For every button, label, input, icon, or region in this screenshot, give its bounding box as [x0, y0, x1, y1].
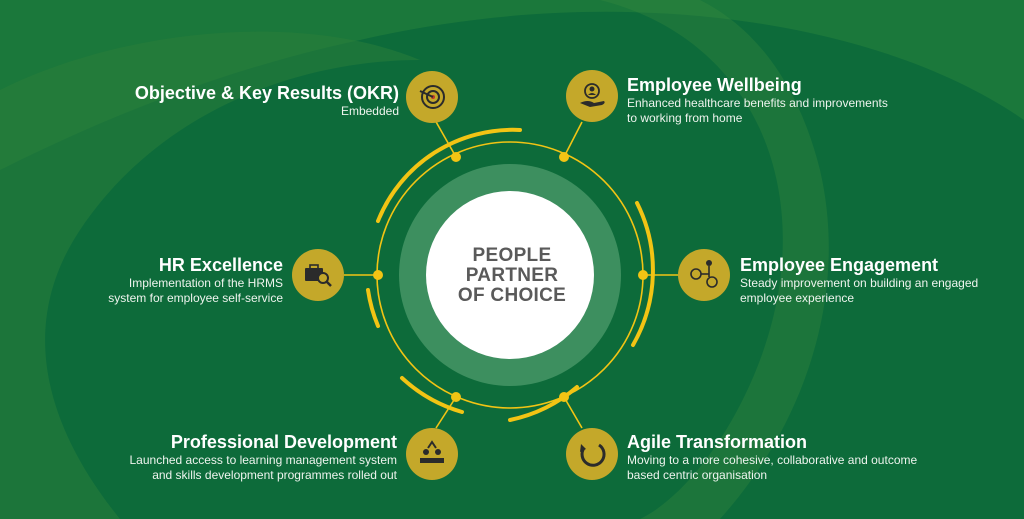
agile-title: Agile Transformation	[627, 432, 808, 452]
hr-title: HR Excellence	[158, 255, 283, 275]
orbit-dot-hr	[373, 270, 383, 280]
prof-dev-label: Professional Development Launched access…	[57, 431, 398, 483]
agile-label: Agile Transformation Moving to a more co…	[627, 431, 957, 483]
okr-badge	[406, 71, 458, 123]
prof-dev-desc-line-1: Launched access to learning management s…	[129, 453, 398, 467]
okr-label: Objective & Key Results (OKR) Embedded	[69, 82, 399, 119]
growth-people-icon	[420, 440, 444, 463]
wellbeing-label: Employee Wellbeing Enhanced healthcare b…	[627, 74, 957, 126]
agile-desc-line-2: based centric organisation	[627, 468, 768, 482]
prof-dev-title: Professional Development	[170, 432, 397, 452]
hr-desc-line-2: system for employee self-service	[108, 291, 283, 305]
connector-wellbeing	[563, 121, 583, 158]
orbit-dot-okr	[451, 152, 461, 162]
center-line-3: OF CHOICE	[457, 285, 567, 306]
orbit-dot-agile	[559, 392, 569, 402]
briefcase-search-icon	[305, 264, 332, 287]
arc-left-small	[366, 288, 380, 328]
arc-bottom-right	[508, 385, 579, 422]
wellbeing-title: Employee Wellbeing	[627, 75, 802, 95]
wellbeing-desc-line-2: to working from home	[627, 111, 743, 125]
hr-desc-line-1: Implementation of the HRMS	[128, 276, 283, 290]
connector-okr	[434, 119, 457, 158]
wellbeing-desc-line-1: Enhanced healthcare benefits and improve…	[627, 96, 888, 110]
arc-top-left	[376, 127, 522, 223]
prof-dev-badge	[406, 428, 458, 480]
connector-agile	[563, 396, 583, 429]
center-disc	[426, 191, 594, 359]
okr-title: Objective & Key Results (OKR)	[134, 83, 399, 103]
center-title: PEOPLE PARTNER OF CHOICE	[432, 246, 592, 306]
network-people-icon	[690, 260, 718, 288]
orbit-dot-prof-dev	[451, 392, 461, 402]
orbit-dot-wellbeing	[559, 152, 569, 162]
wellbeing-badge	[566, 70, 618, 122]
circular-arrows-icon	[580, 443, 606, 467]
target-icon	[419, 85, 445, 109]
orbit-dot-engagement	[638, 270, 648, 280]
center-line-1: PEOPLE	[472, 245, 552, 266]
engagement-title: Employee Engagement	[740, 255, 939, 275]
hand-heart-person-icon	[580, 83, 605, 107]
arc-bottom-left	[400, 376, 464, 414]
engagement-badge	[678, 249, 730, 301]
background-swoosh-left	[0, 31, 420, 519]
engagement-desc-line-2: employee experience	[740, 291, 855, 305]
connector-prof-dev	[435, 396, 457, 429]
prof-dev-desc-line-2: and skills development programmes rolled…	[152, 468, 397, 482]
center-line-2: PARTNER	[465, 265, 559, 286]
engagement-desc-line-1: Steady improvement on building an engage…	[740, 276, 979, 290]
agile-desc-line-1: Moving to a more cohesive, collaborative…	[627, 453, 918, 467]
agile-badge	[566, 428, 618, 480]
hr-label: HR Excellence Implementation of the HRMS…	[23, 254, 283, 306]
background-swoosh-right	[600, 0, 829, 519]
engagement-label: Employee Engagement Steady improvement o…	[740, 254, 1010, 306]
okr-desc-line: Embedded	[340, 104, 399, 118]
hr-badge	[292, 249, 344, 301]
